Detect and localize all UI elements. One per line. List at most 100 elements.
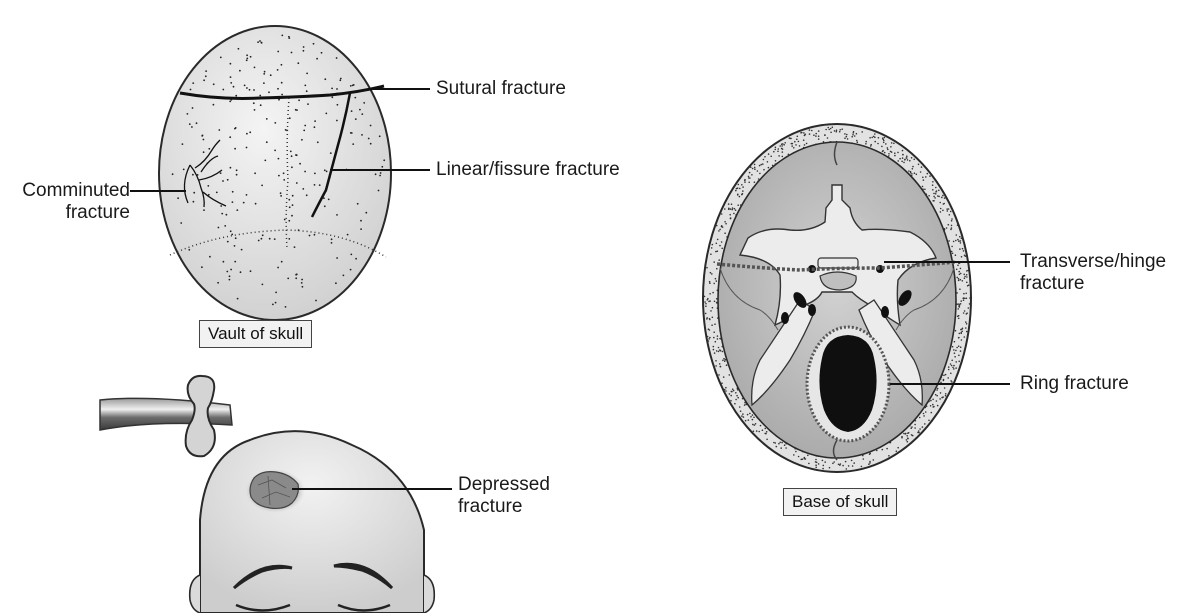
- stipple-dot: [823, 465, 825, 467]
- stipple-dot: [827, 127, 829, 129]
- stipple-dot: [756, 430, 758, 432]
- stipple-dot: [275, 302, 277, 304]
- stipple-dot: [962, 280, 964, 282]
- stipple-dot: [966, 298, 968, 300]
- stipple-dot: [958, 318, 960, 320]
- stipple-dot: [958, 337, 960, 339]
- stipple-dot: [956, 269, 958, 271]
- stipple-dot: [291, 166, 293, 168]
- stipple-dot: [188, 249, 190, 251]
- stipple-dot: [744, 404, 746, 406]
- stipple-dot: [955, 350, 957, 352]
- stipple-dot: [705, 313, 707, 315]
- stipple-dot: [798, 141, 800, 143]
- stipple-dot: [723, 376, 725, 378]
- stipple-dot: [942, 195, 944, 197]
- stipple-dot: [278, 99, 280, 101]
- stipple-dot: [883, 140, 885, 142]
- stipple-dot: [298, 99, 300, 101]
- stipple-dot: [968, 284, 970, 286]
- stipple-dot: [830, 132, 832, 134]
- stipple-dot: [943, 380, 945, 382]
- stipple-dot: [284, 219, 286, 221]
- stipple-dot: [370, 125, 372, 127]
- stipple-dot: [288, 238, 290, 240]
- stipple-dot: [704, 301, 706, 303]
- stipple-dot: [793, 454, 795, 456]
- stipple-dot: [912, 435, 914, 437]
- stipple-dot: [240, 271, 242, 273]
- stipple-dot: [709, 318, 711, 320]
- stipple-dot: [950, 363, 952, 365]
- stipple-dot: [737, 194, 739, 196]
- stipple-dot: [303, 130, 305, 132]
- stipple-dot: [732, 207, 734, 209]
- stipple-dot: [758, 431, 760, 433]
- stipple-dot: [230, 167, 232, 169]
- stipple-dot: [723, 358, 725, 360]
- stipple-dot: [844, 133, 846, 135]
- stipple-dot: [932, 181, 934, 183]
- stipple-dot: [715, 341, 717, 343]
- stipple-dot: [234, 245, 236, 247]
- stipple-dot: [209, 256, 211, 258]
- stipple-dot: [297, 62, 299, 64]
- stipple-dot: [717, 250, 719, 252]
- stipple-dot: [932, 404, 934, 406]
- stipple-dot: [729, 393, 731, 395]
- stipple-dot: [785, 447, 787, 449]
- stipple-dot: [960, 240, 962, 242]
- stipple-dot: [852, 134, 854, 136]
- stipple-dot: [180, 222, 182, 224]
- stipple-dot: [834, 130, 836, 132]
- vault-caption-text: Vault of skull: [208, 324, 303, 343]
- stipple-dot: [945, 393, 947, 395]
- stipple-dot: [941, 397, 943, 399]
- stipple-dot: [914, 427, 916, 429]
- stipple-dot: [230, 82, 232, 84]
- base-caption: Base of skull: [783, 488, 897, 516]
- stipple-dot: [261, 238, 263, 240]
- stipple-dot: [731, 203, 733, 205]
- stipple-dot: [261, 185, 263, 187]
- stipple-dot: [869, 461, 871, 463]
- stipple-dot: [939, 202, 941, 204]
- stipple-dot: [897, 160, 899, 162]
- stipple-dot: [236, 209, 238, 211]
- stipple-dot: [966, 270, 968, 272]
- stipple-dot: [806, 143, 808, 145]
- stipple-dot: [954, 356, 956, 358]
- stipple-dot: [292, 204, 294, 206]
- stipple-dot: [815, 464, 817, 466]
- stipple-dot: [306, 194, 308, 196]
- stipple-dot: [302, 286, 304, 288]
- stipple-dot: [763, 169, 765, 171]
- stipple-dot: [227, 179, 229, 181]
- stipple-dot: [726, 364, 728, 366]
- stipple-dot: [811, 130, 813, 132]
- stipple-dot: [960, 268, 962, 270]
- stipple-dot: [739, 406, 741, 408]
- stipple-dot: [288, 199, 290, 201]
- stipple-dot: [960, 333, 962, 335]
- stipple-dot: [891, 151, 893, 153]
- stipple-dot: [948, 366, 950, 368]
- stipple-dot: [370, 143, 372, 145]
- stipple-dot: [317, 141, 319, 143]
- stipple-dot: [957, 308, 959, 310]
- stipple-dot: [932, 399, 934, 401]
- stipple-dot: [708, 338, 710, 340]
- stipple-dot: [295, 277, 297, 279]
- vault-skull-outline: [159, 26, 391, 320]
- stipple-dot: [331, 96, 333, 98]
- stipple-dot: [910, 427, 912, 429]
- stipple-dot: [847, 138, 849, 140]
- stipple-dot: [226, 214, 228, 216]
- stipple-dot: [306, 73, 308, 75]
- stipple-dot: [935, 193, 937, 195]
- stipple-dot: [730, 400, 732, 402]
- ring-fracture-text: Ring fracture: [1020, 373, 1129, 395]
- stipple-dot: [924, 423, 926, 425]
- stipple-dot: [778, 443, 780, 445]
- stipple-dot: [738, 184, 740, 186]
